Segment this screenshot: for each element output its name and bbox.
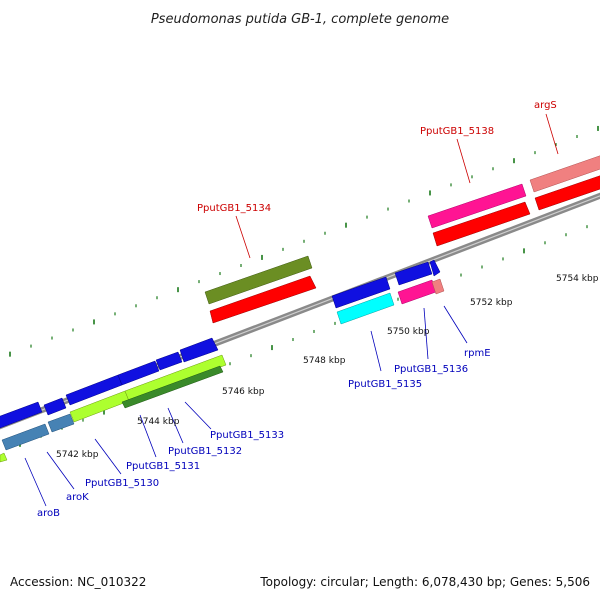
gene-blue-g[interactable] — [429, 259, 441, 277]
footer-summary: Topology: circular; Length: 6,078,430 bp… — [259, 575, 590, 589]
gene-pputgb1-5135-blue[interactable] — [331, 276, 391, 309]
gene-blue-d[interactable] — [155, 351, 183, 371]
gene-pputgb1-5138-red[interactable] — [432, 201, 531, 247]
gene-pputgb1-5132[interactable] — [121, 365, 224, 409]
tick-label-5750: 5750 kbp — [387, 327, 430, 337]
label-pputgb1-5135[interactable]: PputGB1_5135 — [348, 379, 422, 390]
gene-arok[interactable] — [47, 413, 75, 433]
label-pputgb1-5138[interactable]: PputGB1_5138 — [420, 126, 494, 137]
tick-label-5746: 5746 kbp — [222, 387, 265, 397]
gene-blue-c[interactable] — [117, 360, 160, 386]
tick-label-5754: 5754 kbp — [556, 274, 599, 284]
gene-rpme[interactable] — [431, 278, 445, 295]
gene-args[interactable] — [529, 154, 600, 193]
footer-accession: Accession: NC_010322 — [10, 575, 146, 589]
gene-args-red[interactable] — [534, 174, 600, 211]
gene-blue-f[interactable] — [394, 261, 433, 286]
label-arob[interactable]: aroB — [37, 508, 60, 519]
gene-pputgb1-5134[interactable] — [204, 255, 313, 305]
scale-labels: 5742 kbp 5744 kbp 5746 kbp 5748 kbp 5750… — [56, 274, 599, 460]
reverse-strand-genes — [0, 259, 445, 463]
label-pputgb1-5134[interactable]: PputGB1_5134 — [197, 203, 271, 214]
label-pputgb1-5131[interactable]: PputGB1_5131 — [126, 461, 200, 472]
gene-arob[interactable] — [1, 423, 50, 451]
gene-pputgb1-5131[interactable] — [124, 354, 227, 402]
gene-blue-a[interactable] — [43, 397, 67, 416]
label-pputgb1-5132[interactable]: PputGB1_5132 — [168, 446, 242, 457]
gene-pputgb1-5135[interactable] — [336, 292, 395, 325]
tick-label-5742: 5742 kbp — [56, 450, 99, 460]
label-arok[interactable]: aroK — [66, 492, 89, 503]
gene-green-lower[interactable] — [0, 452, 8, 463]
gene-blue-e[interactable] — [179, 337, 219, 363]
callout-lines — [24, 113, 559, 507]
map-title: Pseudomonas putida GB-1, complete genome — [151, 12, 449, 27]
forward-strand-genes — [0, 154, 600, 429]
label-pputgb1-5130[interactable]: PputGB1_5130 — [85, 478, 159, 489]
gene-arok-fwd[interactable] — [0, 401, 43, 429]
tick-label-5748: 5748 kbp — [303, 356, 346, 366]
gene-labels: aroB aroK PputGB1_5130 PputGB1_5131 Pput… — [37, 100, 557, 519]
gene-pputgb1-5138[interactable] — [427, 183, 527, 229]
label-pputgb1-5136[interactable]: PputGB1_5136 — [394, 364, 468, 375]
label-pputgb1-5133[interactable]: PputGB1_5133 — [210, 430, 284, 441]
label-rpme[interactable]: rpmE — [464, 348, 491, 359]
gene-pputgb1-5134-red[interactable] — [209, 275, 317, 324]
tick-label-5744: 5744 kbp — [137, 417, 180, 427]
tick-label-5752: 5752 kbp — [470, 298, 513, 308]
label-args[interactable]: argS — [534, 100, 557, 111]
